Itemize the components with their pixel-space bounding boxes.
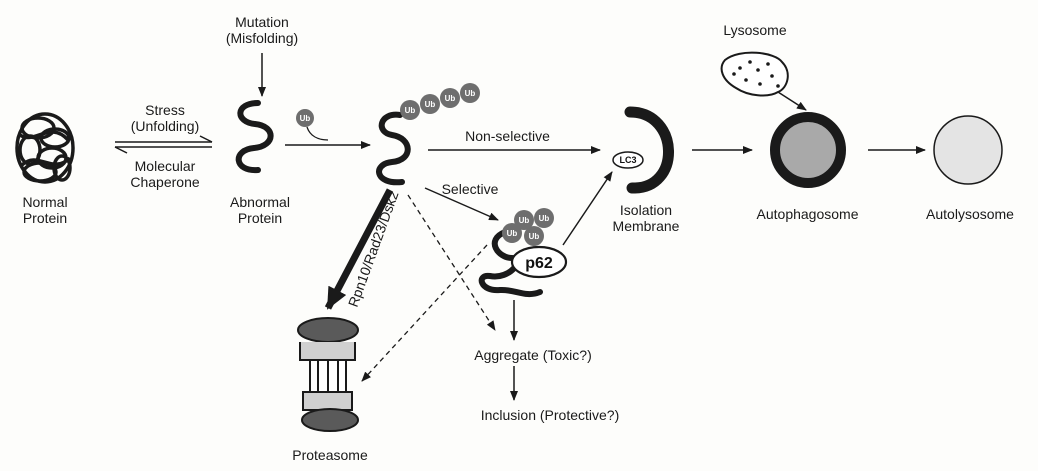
lysosome-icon (722, 53, 788, 96)
lc3-tag: LC3 (613, 152, 643, 168)
svg-text:Ub: Ub (519, 216, 530, 225)
svg-text:p62: p62 (525, 255, 553, 272)
lysosome-arrow (778, 92, 806, 110)
non-selective-label: Non-selective (450, 128, 565, 144)
selective-label: Selective (425, 181, 515, 197)
ub-tag-free: Ub (296, 109, 328, 140)
inclusion-label: Inclusion (Protective?) (460, 407, 640, 423)
rpn10-rad23-dsk2-label: Rpn10/Rad23/Dsk2 (345, 189, 402, 309)
normal-protein-icon (17, 114, 73, 182)
svg-text:Ub: Ub (425, 100, 436, 109)
svg-text:Ub: Ub (300, 114, 311, 123)
polyubiquitin-chain: Ub Ub Ub Ub (400, 83, 480, 120)
autolysosome-label: Autolysosome (915, 206, 1025, 222)
autolysosome-icon (934, 116, 1002, 184)
stress-label: Stress(Unfolding) (115, 102, 215, 134)
lysosome-label: Lysosome (700, 22, 810, 38)
aggregate-label: Aggregate (Toxic?) (458, 347, 608, 363)
abnormal-protein-icon (239, 103, 271, 170)
proteasome-icon (298, 318, 358, 431)
autophagosome-label: Autophagosome (745, 206, 870, 222)
svg-text:Ub: Ub (529, 232, 540, 241)
svg-text:Ub: Ub (445, 94, 456, 103)
equilibrium-arrows (115, 136, 212, 153)
isolation-membrane-icon (630, 112, 669, 188)
svg-text:Ub: Ub (507, 229, 518, 238)
svg-text:Ub: Ub (539, 214, 550, 223)
svg-text:LC3: LC3 (619, 155, 636, 165)
autophagosome-icon (775, 117, 841, 183)
p62-complex: Ub Ub Ub Ub p62 (482, 208, 566, 294)
svg-text:Ub: Ub (465, 89, 476, 98)
mutation-label: Mutation(Misfolding) (212, 14, 312, 46)
ubiquitinated-protein-icon (379, 115, 408, 183)
svg-text:Ub: Ub (405, 106, 416, 115)
proteasome-label: Proteasome (275, 447, 385, 463)
dashed-aggregate-arrow (408, 195, 495, 330)
